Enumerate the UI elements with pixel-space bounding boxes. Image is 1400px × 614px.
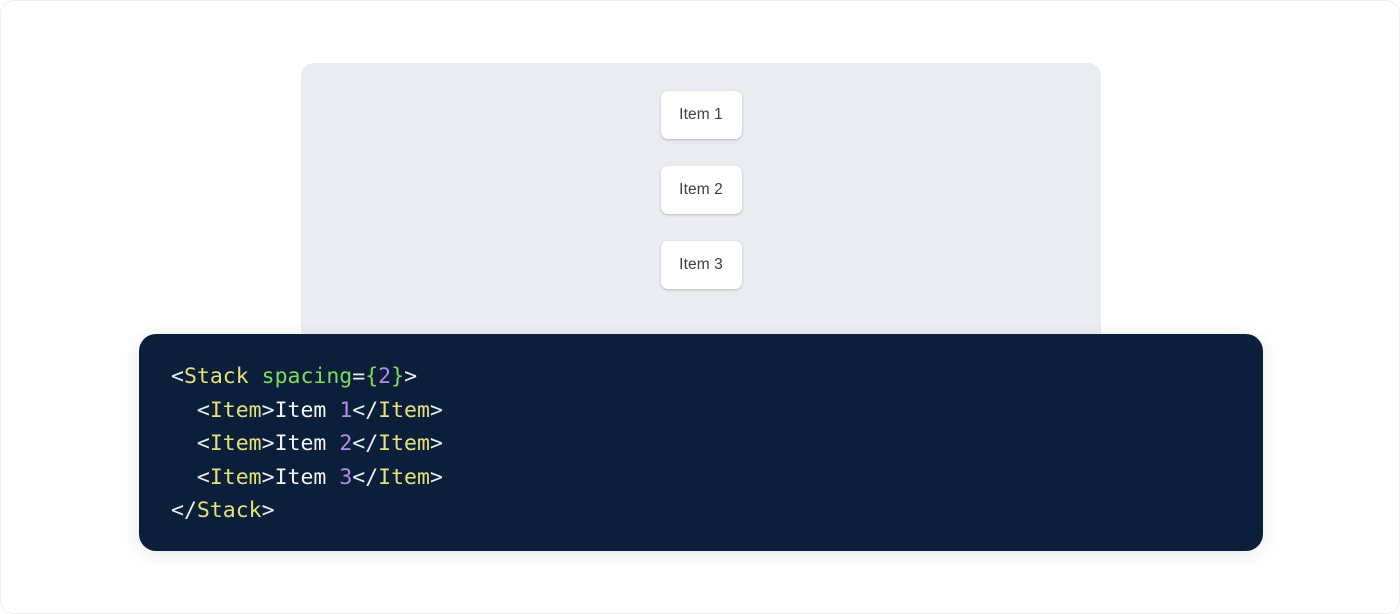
code-token-tag: Item [378, 397, 430, 423]
code-line: <Stack spacing={2}> [171, 360, 1263, 394]
code-token-punct: > [261, 431, 275, 456]
code-token-punct: </ [352, 464, 379, 490]
code-line: </Stack> [171, 494, 1263, 528]
code-line: <Item>Item 2</Item> [171, 427, 1263, 461]
code-token-punct: </ [352, 397, 379, 423]
code-snippet-block: <Stack spacing={2}> <Item>Item 1</Item> … [139, 334, 1263, 551]
code-token-tag: Item [209, 464, 262, 490]
code-token-tag: Item [378, 431, 430, 456]
code-token-punct: > [429, 431, 443, 456]
code-token-attr: spacing [261, 364, 353, 389]
code-token-num: 3 [339, 464, 353, 490]
stack-item[interactable]: Item 3 [660, 241, 742, 289]
code-token-brace: { [365, 364, 379, 389]
code-token-text: Item [274, 464, 340, 490]
code-token-text: Item [274, 397, 340, 423]
code-token-tag: Stack [183, 364, 249, 389]
code-token-punct: > [404, 364, 418, 389]
code-line: <Item>Item 3</Item> [171, 461, 1263, 495]
code-token-num: 2 [378, 364, 392, 389]
code-snippet-text: <Stack spacing={2}> <Item>Item 1</Item> … [139, 360, 1263, 528]
code-token-punct: < [196, 431, 210, 456]
code-token-text: Item [274, 431, 340, 456]
code-token-punct: > [429, 397, 443, 423]
code-token-tag: Item [378, 464, 430, 490]
code-token-punct: </ [352, 431, 379, 456]
stack-item-label: Item 3 [679, 256, 723, 273]
code-token-punct: < [171, 364, 184, 389]
code-token-punct: = [352, 364, 366, 389]
stack-item[interactable]: Item 1 [660, 91, 742, 139]
code-token-tag: Item [209, 431, 262, 456]
code-token-punct: > [261, 498, 275, 523]
code-token-num: 2 [339, 431, 353, 456]
code-token-punct: > [261, 397, 275, 423]
code-token-punct: > [429, 464, 443, 490]
code-token-text [249, 364, 262, 389]
code-token-num: 1 [339, 397, 353, 423]
code-token-punct: < [196, 464, 210, 490]
stack-item-label: Item 2 [679, 181, 723, 198]
code-line: <Item>Item 1</Item> [171, 394, 1263, 428]
component-preview-panel: Item 1 Item 2 Item 3 [301, 63, 1101, 355]
code-token-punct: < [196, 397, 210, 423]
code-token-punct: > [261, 464, 275, 490]
stack-item-label: Item 1 [679, 106, 723, 123]
stack-container: Item 1 Item 2 Item 3 [301, 63, 1101, 289]
code-token-punct: </ [171, 498, 197, 523]
stack-item[interactable]: Item 2 [660, 166, 742, 214]
code-token-tag: Item [209, 397, 262, 423]
code-token-brace: } [391, 364, 405, 389]
code-token-tag: Stack [196, 498, 262, 523]
